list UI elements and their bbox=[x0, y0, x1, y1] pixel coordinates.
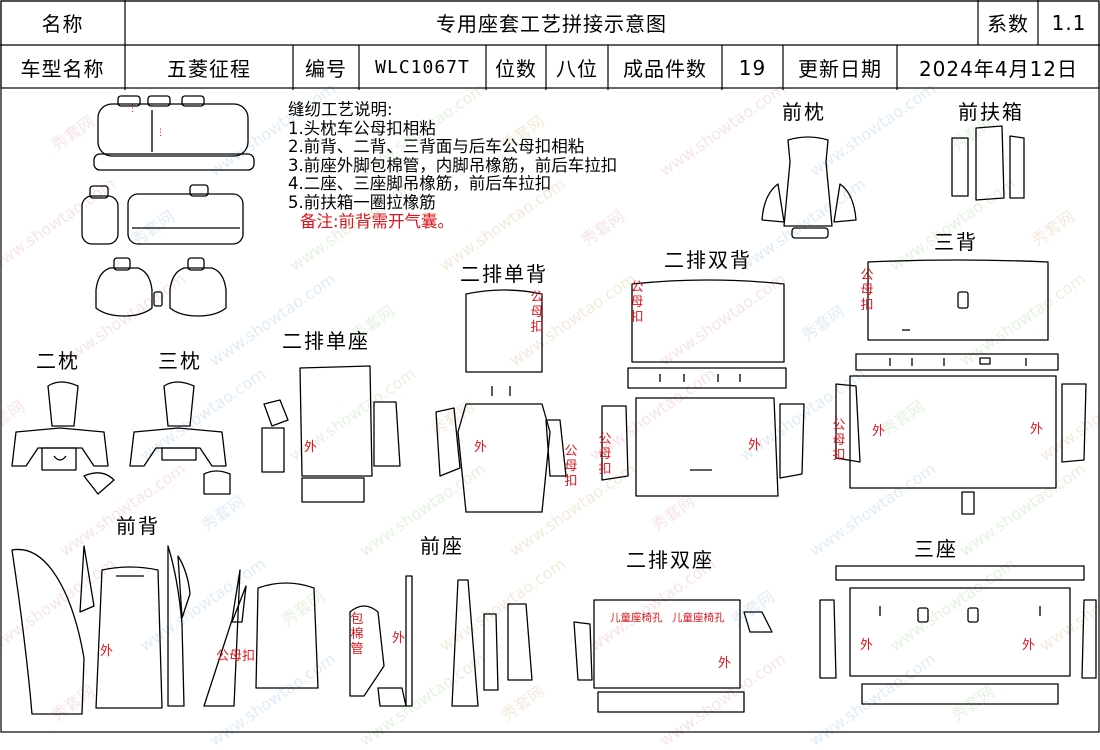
label-second-double-seat: 二排双座 bbox=[626, 548, 714, 572]
pieces-label: 成品件数 bbox=[623, 57, 707, 81]
pieces-value: 19 bbox=[738, 55, 767, 80]
third-headrest-pattern bbox=[129, 381, 231, 495]
annotation-snap-vertical: 公母扣 bbox=[630, 280, 644, 325]
drawing-border bbox=[0, 0, 1100, 733]
front-seat-pattern bbox=[349, 575, 533, 707]
label-third-back: 三背 bbox=[934, 230, 978, 254]
annotation-snap-vertical: 公母扣 bbox=[832, 418, 846, 463]
second-single-seat-pattern bbox=[261, 365, 401, 503]
annotation-snap-vertical: 公母扣 bbox=[564, 444, 578, 489]
front-headrest-pattern bbox=[761, 136, 857, 239]
annotation-snap-vertical: 公母扣 bbox=[530, 290, 544, 335]
label-third-seat: 三座 bbox=[914, 537, 958, 561]
instruction-item-5: 5.前扶箱一圈拉橡筋 bbox=[288, 192, 436, 212]
code-label: 编号 bbox=[305, 57, 347, 81]
annotation-cotton-tube-vertical: 包棉管 bbox=[350, 612, 364, 657]
label-front-back: 前背 bbox=[116, 514, 160, 538]
third-seat-pattern bbox=[819, 565, 1097, 705]
seats-value: 八位 bbox=[556, 57, 598, 81]
second-double-seat-pattern bbox=[573, 599, 773, 713]
annotation-outer: 外 bbox=[1030, 422, 1044, 437]
annotation-outer: 外 bbox=[872, 424, 886, 439]
instructions-title: 缝纫工艺说明: bbox=[288, 100, 393, 119]
annotation-outer: 外 bbox=[100, 644, 114, 659]
seat-overview-illustration bbox=[81, 95, 255, 317]
instruction-item-2: 2.前背、二背、三背面与后车公母扣相粘 bbox=[288, 137, 585, 157]
series-label: 系数 bbox=[987, 12, 1029, 36]
series-value: 1.1 bbox=[1051, 10, 1087, 35]
annotation-outer: 外 bbox=[392, 631, 406, 646]
instruction-item-4: 4.二座、三座脚吊橡筋，前后车拉扣 bbox=[288, 174, 552, 194]
remark-note: 备注:前背需开气囊。 bbox=[300, 211, 455, 231]
annotation-child-seat-hole-right: 儿童座椅孔 bbox=[672, 612, 725, 624]
name-label: 名称 bbox=[41, 12, 84, 36]
label-second-single-seat: 二排单座 bbox=[282, 329, 370, 353]
label-front-armrest: 前扶箱 bbox=[958, 100, 1024, 124]
annotation-outer: 外 bbox=[748, 438, 762, 453]
annotation-outer: 外 bbox=[1022, 638, 1036, 653]
annotation-outer: 外 bbox=[718, 656, 732, 671]
code-value: WLC1067T bbox=[375, 57, 470, 78]
model-label: 车型名称 bbox=[20, 57, 105, 81]
pattern-drawing bbox=[0, 0, 1100, 733]
front-armrest-pattern bbox=[951, 125, 1025, 201]
annotation-snap: 公母扣 bbox=[216, 649, 256, 664]
second-single-back-pattern bbox=[435, 289, 567, 513]
label-front-headrest: 前枕 bbox=[782, 100, 826, 124]
overview-marker: ⋮ bbox=[156, 128, 165, 138]
second-headrest-pattern bbox=[11, 381, 115, 495]
instruction-item-3: 3.前座外脚包棉管，内脚吊橡筋，前后车拉扣 bbox=[288, 155, 618, 175]
annotation-child-seat-hole-left: 儿童座椅孔 bbox=[610, 612, 663, 624]
header-table: 名称 专用座套工艺拼接示意图 系数 1.1 车型名称 五菱征程 编号 WLC10… bbox=[0, 0, 1100, 90]
annotation-snap-vertical: 公母扣 bbox=[598, 432, 612, 477]
label-second-headrest: 二枕 bbox=[36, 349, 80, 373]
annotation-outer: 外 bbox=[474, 440, 488, 455]
seats-label: 位数 bbox=[495, 57, 537, 81]
annotation-outer: 外 bbox=[860, 638, 874, 653]
update-label: 更新日期 bbox=[798, 57, 882, 81]
front-back-pattern bbox=[11, 545, 319, 715]
update-value: 2024年4月12日 bbox=[918, 57, 1079, 81]
diagram-title: 专用座套工艺拼接示意图 bbox=[436, 12, 667, 36]
instruction-item-1: 1.头枕车公母扣相粘 bbox=[288, 118, 436, 138]
annotation-snap-vertical: 公母扣 bbox=[860, 268, 874, 313]
second-double-back-pattern bbox=[601, 279, 805, 497]
sewing-instructions: 缝纫工艺说明: 1.头枕车公母扣相粘 2.前背、二背、三背面与后车公母扣相粘 3… bbox=[288, 100, 618, 231]
label-front-seat: 前座 bbox=[420, 534, 464, 558]
model-value: 五菱征程 bbox=[167, 57, 251, 81]
label-third-headrest: 三枕 bbox=[158, 349, 202, 373]
third-back-pattern bbox=[835, 259, 1087, 515]
annotation-outer: 外 bbox=[304, 440, 318, 455]
label-second-single-back: 二排单背 bbox=[460, 262, 548, 286]
overview-marker: ⋮ bbox=[128, 104, 137, 114]
label-second-double-back: 二排双背 bbox=[664, 248, 752, 272]
